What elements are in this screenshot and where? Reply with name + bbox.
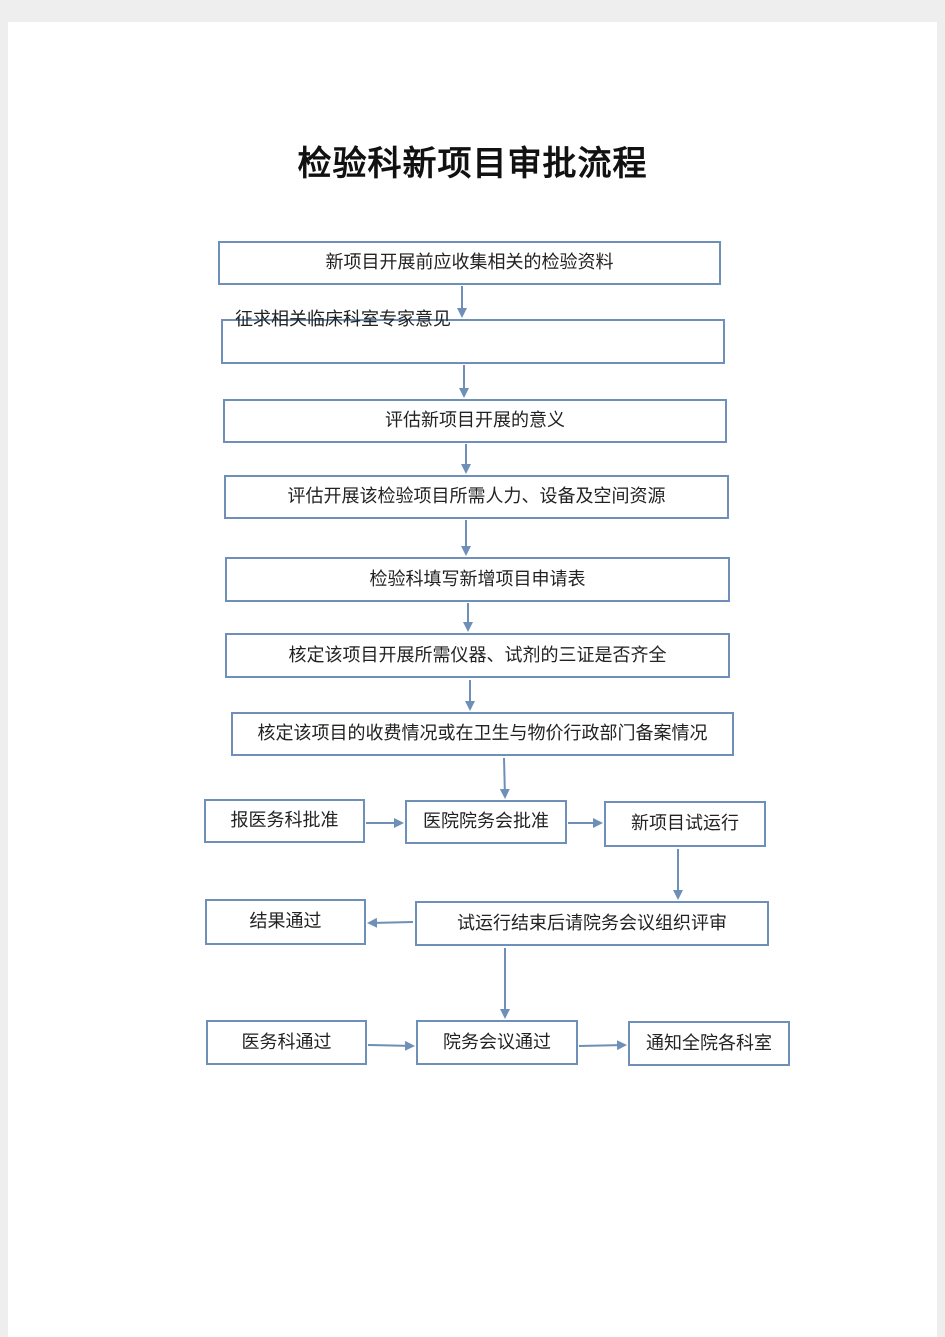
page-title: 检验科新项目审批流程	[297, 144, 648, 184]
step-hospital-meeting-passed-label: 院务会议通过	[443, 1031, 551, 1053]
step-trial-run: 新项目试运行	[604, 801, 766, 847]
step-notify-departments: 通知全院各科室	[628, 1021, 790, 1066]
step-trial-run-label: 新项目试运行	[631, 813, 739, 834]
step-evaluate-resources: 评估开展该检验项目所需人力、设备及空间资源	[224, 475, 729, 519]
step-consult-experts-label: 征求相关临床科室专家意见	[235, 309, 451, 330]
step-verify-charges: 核定该项目的收费情况或在卫生与物价行政部门备案情况	[231, 712, 734, 756]
step-result-passed: 结果通过	[205, 899, 366, 945]
step-hospital-meeting-passed: 院务会议通过	[416, 1020, 578, 1065]
document-sheet	[8, 22, 937, 1337]
step-result-passed-label: 结果通过	[249, 911, 322, 932]
step-report-medical-affairs: 报医务科批准	[204, 799, 365, 843]
step-post-trial-review: 试运行结束后请院务会议组织评审	[415, 901, 769, 946]
step-medical-affairs-passed: 医务科通过	[206, 1020, 367, 1065]
step-medical-affairs-passed-label: 医务科通过	[241, 1031, 332, 1053]
step-fill-application-label: 检验科填写新增项目申请表	[369, 568, 586, 590]
step-post-trial-review-label: 试运行结束后请院务会议组织评审	[457, 912, 727, 934]
step-verify-certificates: 核定该项目开展所需仪器、试剂的三证是否齐全	[225, 633, 730, 678]
step-fill-application: 检验科填写新增项目申请表	[225, 557, 730, 602]
step-consult-experts: 征求相关临床科室专家意见	[221, 309, 725, 364]
step-evaluate-resources-label: 评估开展该检验项目所需人力、设备及空间资源	[287, 486, 666, 507]
step-evaluate-significance-label: 评估新项目开展的意义	[385, 410, 565, 431]
step-notify-departments-label: 通知全院各科室	[646, 1032, 772, 1054]
step-report-medical-affairs-label: 报医务科批准	[230, 810, 339, 831]
step-verify-charges-label: 核定该项目的收费情况或在卫生与物价行政部门备案情况	[257, 723, 708, 744]
step-hospital-affairs-approval-label: 医院院务会批准	[423, 811, 549, 832]
step-collect-materials: 新项目开展前应收集相关的检验资料	[218, 241, 721, 285]
step-verify-certificates-label: 核定该项目开展所需仪器、试剂的三证是否齐全	[288, 644, 667, 666]
step-collect-materials-label: 新项目开展前应收集相关的检验资料	[325, 252, 614, 273]
step-hospital-affairs-approval: 医院院务会批准	[405, 800, 567, 844]
step-evaluate-significance: 评估新项目开展的意义	[223, 399, 727, 443]
